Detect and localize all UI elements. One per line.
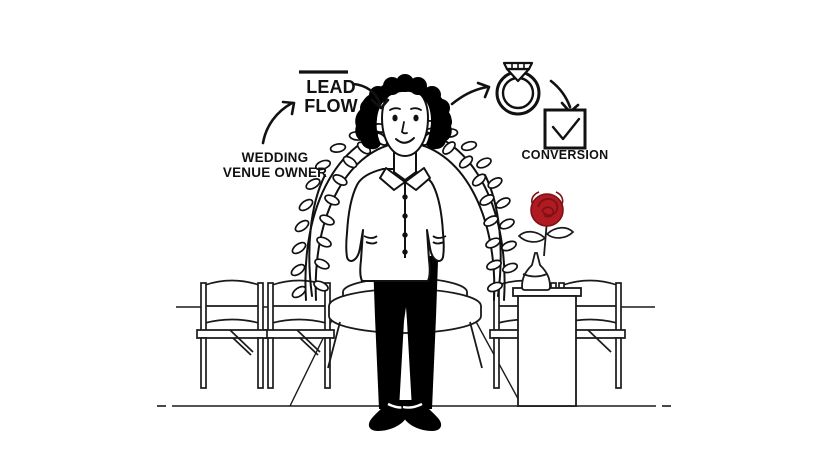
person-shirt [345,168,445,282]
person-collar [379,167,431,191]
rose-bloom [530,191,564,227]
checkbox-check-icon [543,108,587,150]
person-trousers [373,256,438,409]
lead-flow-label: LEAD FLOW [304,77,358,116]
arrow-person-to-ring [450,81,491,106]
arrow-owner-to-lead-flow [261,100,296,145]
person-hair [355,74,452,150]
person-shoes [368,400,442,431]
diamond-ring-icon [495,61,541,116]
arrow-ring-to-conversion [549,79,580,114]
conversion-label: CONVERSION [521,148,609,162]
person-face [380,85,430,158]
arrow-lead-flow-to-ring [351,82,390,110]
person-cuffs [363,235,447,245]
chair-left-1 [196,279,268,389]
wedding-venue-owner-label: WEDDING VENUE OWNER [222,150,328,181]
vase [521,252,551,291]
pedestal-column [512,287,582,407]
rose-in-vase [517,191,575,291]
rose-leaves [517,226,575,243]
